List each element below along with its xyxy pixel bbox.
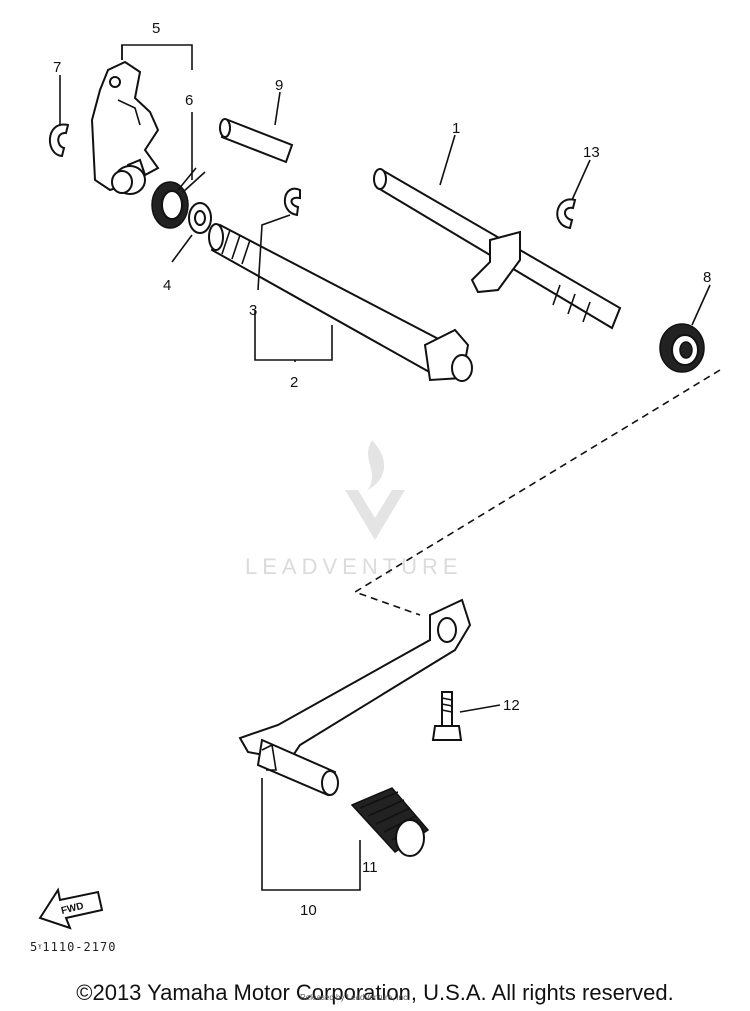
part-oil-seal xyxy=(659,323,705,373)
part-bolt xyxy=(431,691,463,741)
callout-10: 10 xyxy=(300,902,317,919)
callout-7: 7 xyxy=(53,59,61,76)
callout-12: 12 xyxy=(503,697,520,714)
part-circlip-left xyxy=(48,123,70,158)
callout-2: 2 xyxy=(290,374,298,391)
part-washer xyxy=(188,202,212,234)
callout-13: 13 xyxy=(583,144,600,161)
leader-lines xyxy=(59,44,711,891)
fwd-arrow-icon: FWD xyxy=(38,887,104,930)
callout-4: 4 xyxy=(163,277,171,294)
part-shift-pedal xyxy=(238,598,472,797)
callout-numbers: 5 6 7 9 1 13 8 4 3 2 12 11 10 xyxy=(53,20,711,919)
watermark-text: LEADVENTURE xyxy=(245,554,463,579)
callout-5: 5 xyxy=(152,20,160,37)
callout-1: 1 xyxy=(452,120,460,137)
callout-6: 6 xyxy=(185,92,193,109)
part-shift-shaft xyxy=(208,223,473,382)
part-pedal-rubber xyxy=(350,787,430,857)
credit-text: Released by LeadVenture, Inc. xyxy=(300,993,410,1002)
callout-8: 8 xyxy=(703,269,711,286)
alignment-dashed-line xyxy=(353,369,721,616)
copyright-notice: ©2013 Yamaha Motor Corporation, U.S.A. A… xyxy=(76,980,674,1005)
callout-3: 3 xyxy=(249,302,257,319)
leadventure-watermark: LEADVENTURE xyxy=(245,440,463,579)
watermark-flame-icon xyxy=(368,440,385,490)
part-circlip-shaft xyxy=(283,187,301,217)
fwd-label: FWD xyxy=(60,901,85,917)
part-pin xyxy=(219,118,294,164)
callout-11: 11 xyxy=(362,859,378,876)
part-shift-shaft-arm xyxy=(373,168,622,330)
callout-9: 9 xyxy=(275,77,283,94)
drawing-code: 5ᵞ1110-2170 xyxy=(30,940,117,954)
watermark-v-icon xyxy=(345,490,405,540)
part-shift-arm-assembly xyxy=(90,60,206,229)
part-circlip-right xyxy=(556,198,577,230)
